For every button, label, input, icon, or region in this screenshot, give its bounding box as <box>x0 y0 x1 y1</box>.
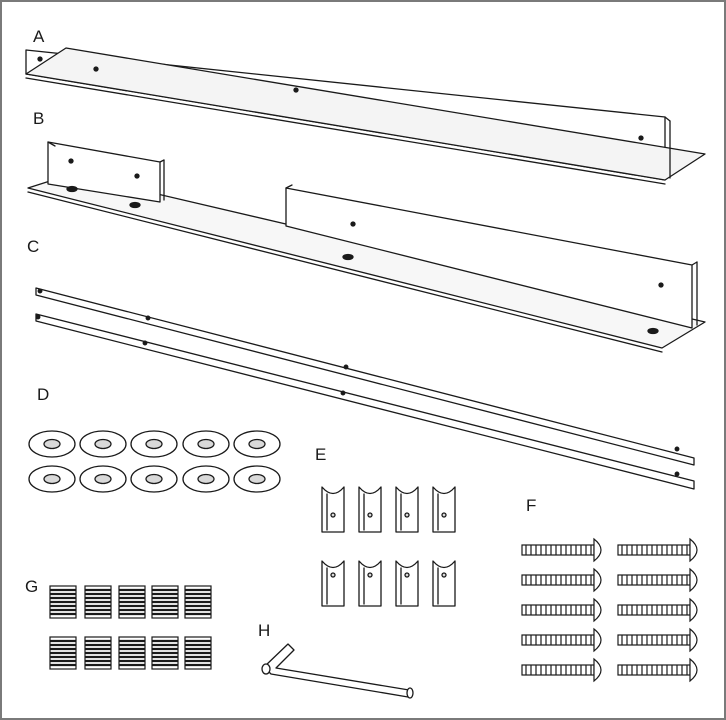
part-a-angle-rail <box>25 47 706 185</box>
set-screw <box>84 585 112 619</box>
label-part-g: G <box>25 577 39 596</box>
washer <box>233 465 281 493</box>
bolt <box>521 597 602 623</box>
part-g-set-screws <box>49 585 212 670</box>
part-h-hex-key <box>261 643 414 699</box>
label-part-h: H <box>258 621 271 640</box>
bolt <box>617 657 698 683</box>
washer <box>79 465 127 493</box>
bolt <box>617 597 698 623</box>
clip <box>432 560 456 607</box>
set-screw <box>84 636 112 670</box>
clip <box>321 560 345 607</box>
set-screw <box>151 636 179 670</box>
label-part-a: A <box>33 27 45 46</box>
washer <box>28 430 76 458</box>
label-part-f: F <box>526 496 537 515</box>
part-b-base-rail <box>27 141 706 353</box>
label-part-c: C <box>27 237 40 256</box>
clip <box>321 486 345 533</box>
set-screw <box>49 636 77 670</box>
set-screw <box>118 636 146 670</box>
set-screw <box>49 585 77 619</box>
part-e-clips <box>321 486 456 607</box>
set-screw <box>184 585 212 619</box>
bolt <box>521 537 602 563</box>
washer <box>182 430 230 458</box>
part-c-rods <box>35 287 695 490</box>
set-screw <box>118 585 146 619</box>
clip <box>358 560 382 607</box>
label-part-e: E <box>315 445 327 464</box>
bolt <box>521 657 602 683</box>
clip <box>395 486 419 533</box>
washer <box>182 465 230 493</box>
bolt <box>617 537 698 563</box>
washer <box>28 465 76 493</box>
set-screw <box>184 636 212 670</box>
part-f-bolts <box>521 537 698 683</box>
set-screw <box>151 585 179 619</box>
clip <box>395 560 419 607</box>
washer <box>130 465 178 493</box>
clip <box>358 486 382 533</box>
part-d-washers <box>28 430 281 493</box>
bolt <box>617 627 698 653</box>
bolt <box>521 627 602 653</box>
bolt <box>617 567 698 593</box>
label-part-d: D <box>37 385 50 404</box>
clip <box>432 486 456 533</box>
label-part-b: B <box>33 109 45 128</box>
washer <box>233 430 281 458</box>
washer <box>79 430 127 458</box>
bolt <box>521 567 602 593</box>
washer <box>130 430 178 458</box>
